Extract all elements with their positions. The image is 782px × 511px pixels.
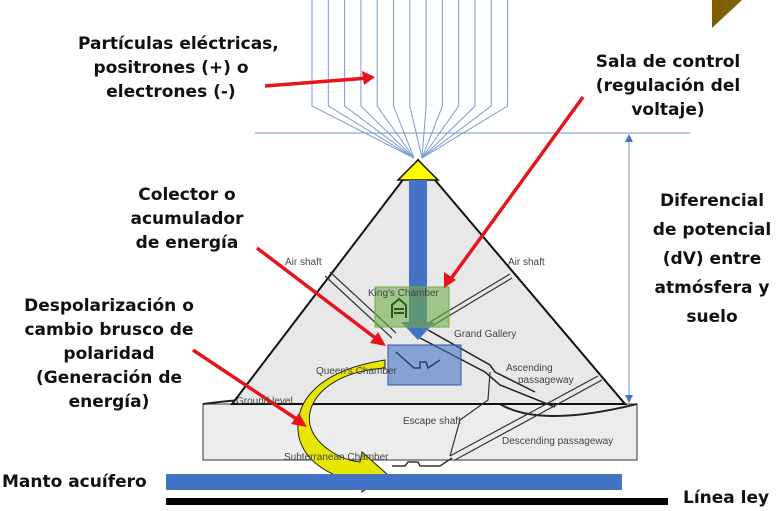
- ley-line-bar: [166, 498, 668, 505]
- depolarization-label: Despolarización o cambio brusco de polar…: [20, 294, 198, 414]
- arrow-depolarization: [192, 348, 299, 422]
- label-ground-level: Ground level: [236, 396, 293, 407]
- arrow-particles: [264, 76, 369, 88]
- potential-arrow-top: [625, 134, 633, 142]
- label-air-shaft-left: Air shaft: [285, 257, 322, 268]
- potential-label-line: (dV) entre: [662, 249, 762, 269]
- escape-shaft: [449, 371, 491, 457]
- queens-chamber-icon: [395, 351, 441, 370]
- potential-label-line: de potencial: [652, 220, 772, 240]
- arrow-depolarization-head: [291, 413, 307, 427]
- control-room-label: Sala de control (regulación del voltaje): [588, 50, 748, 122]
- arrow-control-room: [448, 95, 585, 282]
- collector-label-line: acumulador: [130, 209, 244, 229]
- particles-label: Partículas eléctricas, positrones (+) o …: [78, 32, 279, 104]
- label-queens-chamber: Queen's Chamber: [316, 366, 398, 377]
- label-passageway: passageway: [518, 375, 574, 386]
- control-room-label-line: voltaje): [631, 100, 705, 120]
- potential-label-line: atmósfera y: [654, 278, 770, 298]
- corner-decoration: [712, 0, 742, 28]
- particle-ray: [421, 0, 460, 159]
- arrow-control-room-head: [444, 272, 456, 288]
- control-room-label-line: (regulación del: [595, 76, 741, 96]
- ley-line-label: Línea ley: [683, 488, 770, 508]
- particle-ray: [376, 0, 415, 159]
- ground-block: [202, 403, 638, 461]
- depolarization-label-line: polaridad: [63, 344, 155, 364]
- depolarization-label-line: (Generación de: [35, 368, 183, 388]
- depolarization-label-line: Despolarización o: [24, 296, 194, 316]
- descending-passageway: [449, 375, 603, 461]
- arrow-collector: [255, 246, 380, 342]
- particles-label-line: electrones (-): [106, 82, 236, 102]
- label-grand-gallery: Grand Gallery: [454, 329, 516, 340]
- energy-flow-arrow-shaft: [409, 180, 427, 312]
- potential-label: Diferencial de potencial (dV) entre atmó…: [646, 187, 778, 332]
- particle-ray: [327, 0, 415, 159]
- particle-ray: [360, 0, 415, 159]
- depolarization-label-line: energía): [68, 392, 150, 412]
- label-ascending: Ascending: [506, 363, 553, 374]
- pyramid: [229, 158, 628, 405]
- subterranean-chamber: [392, 457, 453, 467]
- potential-label-line: Diferencial: [659, 191, 765, 211]
- particle-ray: [421, 0, 443, 159]
- arrow-particles-head: [362, 71, 375, 85]
- particle-ray: [421, 0, 509, 159]
- capstone: [396, 158, 440, 181]
- depolarization-label-line: cambio brusco de: [24, 320, 194, 340]
- kings-chamber-icon: [391, 297, 407, 318]
- potential-label-line: suelo: [686, 307, 738, 327]
- particle-ray: [344, 0, 415, 159]
- aquifer-bar: [166, 474, 622, 490]
- queens-chamber-highlight: [387, 344, 462, 386]
- particle-ray: [421, 0, 427, 159]
- label-subterranean-chamber: Subterranean Chamber: [284, 452, 389, 463]
- particles-label-line: positrones (+) o: [93, 58, 249, 78]
- particle-ray: [311, 0, 415, 159]
- label-descending-passageway: Descending passageway: [502, 436, 613, 447]
- particles-label-line: Partículas eléctricas,: [78, 34, 279, 54]
- arrow-collector-head: [370, 332, 386, 346]
- aquifer-label: Manto acuífero: [2, 472, 147, 492]
- kings-chamber-highlight: [374, 286, 450, 328]
- label-escape-shaft: Escape shaft: [403, 416, 461, 427]
- particle-ray: [421, 0, 492, 159]
- control-room-label-line: Sala de control: [595, 52, 741, 72]
- particle-ray: [421, 0, 476, 159]
- particle-ray: [409, 0, 423, 159]
- potential-arrow-bottom: [625, 395, 633, 403]
- collector-label-line: de energía: [135, 233, 239, 253]
- collector-label: Colector o acumulador de energía: [128, 183, 246, 255]
- collector-label-line: Colector o: [138, 185, 236, 205]
- particle-ray: [393, 0, 415, 159]
- label-kings-chamber: King's Chamber: [368, 288, 440, 299]
- particle-rays: [311, 0, 509, 159]
- label-air-shaft-right: Air shaft: [508, 257, 545, 268]
